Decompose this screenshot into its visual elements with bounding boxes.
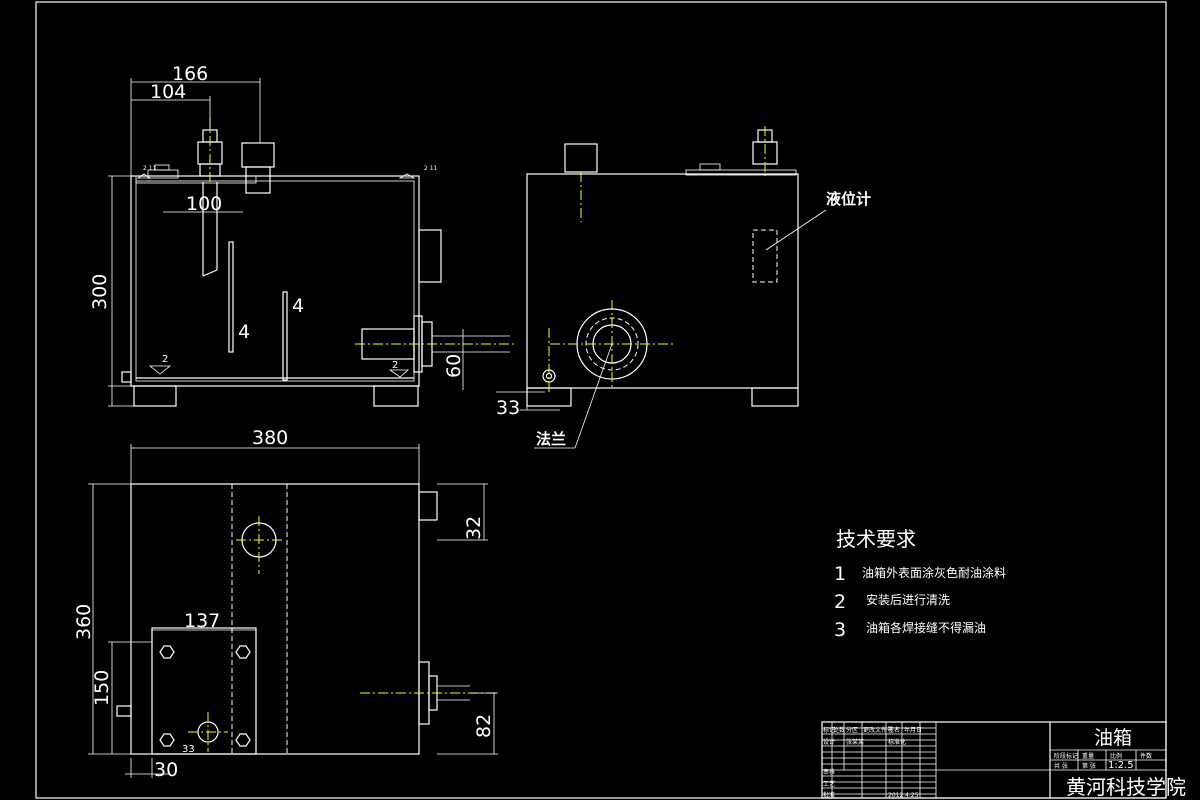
front-filler-cap <box>241 142 275 168</box>
level-gauge-callout: 液位计 <box>826 190 871 208</box>
front-baffle-a <box>228 241 234 353</box>
flange-callout: 法兰 <box>536 430 566 448</box>
title-meta-stage: 阶段标记 <box>1054 752 1078 760</box>
front-tank-outline <box>130 175 420 387</box>
title-row-label-1: 处数 <box>833 726 845 734</box>
weld-bottom-label: 2 <box>162 354 168 365</box>
side-filler-cap <box>564 143 598 173</box>
front-level-gauge <box>418 229 442 283</box>
tech-heading: 技术要求 <box>836 527 916 551</box>
title-left-label-0: 设计 <box>823 738 835 746</box>
title-row-label-3: 更改文件号 <box>863 726 893 734</box>
title-scale: 1:2.5 <box>1108 760 1134 771</box>
title-sheet-index: 第 张 <box>1082 762 1096 770</box>
title-left-label-2: 工艺 <box>823 780 835 788</box>
tech-item-3-text: 油箱各焊接缝不得漏油 <box>866 620 986 635</box>
dim-pipe-height: 60 <box>443 354 465 378</box>
dim-inner-top: 104 <box>150 81 186 103</box>
title-left-label-3: 批准 <box>823 791 835 799</box>
dim-outlet-offset: 82 <box>473 714 495 738</box>
tech-requirements: 技术要求 1 油箱外表面涂灰色耐油涂料 2 安装后进行清洗 3 油箱各焊接缝不得… <box>834 527 1006 641</box>
dim-baffle-a: 4 <box>238 321 250 343</box>
plan-view: 380 360 32 137 150 82 30 33 <box>73 427 498 781</box>
front-baffle-b <box>282 291 288 381</box>
title-std-label: 标准化 <box>888 738 906 746</box>
dim-pipe-width: 100 <box>186 193 222 215</box>
plan-tank-outline <box>130 483 420 755</box>
dim-height: 300 <box>89 274 111 310</box>
title-left-label-1: 审核 <box>823 768 835 776</box>
dim-corner-x: 30 <box>154 759 178 781</box>
title-meta-weight: 重量 <box>1082 752 1094 760</box>
dim-baffle-b: 4 <box>292 295 304 317</box>
tech-item-2-num: 2 <box>834 591 846 613</box>
dim-port-offset: 32 <box>463 516 485 540</box>
side-view: 液位计 法兰 <box>526 126 871 449</box>
drawing-frame <box>35 1 1167 799</box>
title-sheet-total: 共 张 <box>1054 762 1068 770</box>
weld-top-left-label: 2 11 <box>143 165 157 172</box>
title-part-name: 油箱 <box>1094 727 1132 749</box>
weld-right-label: 2 <box>392 360 398 371</box>
title-row-label-5: 年月日 <box>904 726 922 734</box>
title-designer: 张某某 <box>846 738 864 746</box>
side-tank-outline <box>526 173 799 389</box>
plan-cover-plate <box>151 627 257 755</box>
front-foot-left <box>133 385 177 407</box>
tech-item-1-text: 油箱外表面涂灰色耐油涂料 <box>862 565 1006 580</box>
dim-corner-y: 33 <box>182 744 195 755</box>
title-row-label-0: 标记 <box>823 726 835 734</box>
side-level-gauge <box>752 229 778 283</box>
title-row-label-2: 分区 <box>846 726 858 734</box>
front-foot-right <box>373 385 419 407</box>
dim-cover-height: 150 <box>91 670 113 706</box>
title-block: 油箱 阶段标记 重量 比例 件数 1:2.5 共 张 第 张 黄河科技学院 标记… <box>821 721 1186 799</box>
front-view: 166 104 100 300 4 4 2 2 2 11 2 11 60 33 <box>89 63 560 419</box>
tech-item-2-text: 安装后进行清洗 <box>866 592 950 607</box>
dim-overall-top: 166 <box>172 63 208 85</box>
dim-cover-width: 137 <box>184 610 220 632</box>
title-company: 黄河科技学院 <box>1066 775 1186 799</box>
title-sheet-count: 件数 <box>1140 752 1152 760</box>
dim-foot-offset: 33 <box>496 397 520 419</box>
weld-top-right-label: 2 11 <box>424 165 438 172</box>
dim-plan-length: 380 <box>252 427 288 449</box>
dim-plan-width: 360 <box>73 604 95 640</box>
title-meta-scale: 比例 <box>1110 752 1122 760</box>
tech-item-3-num: 3 <box>834 619 846 641</box>
title-row-label-4: 签名 <box>888 726 900 734</box>
title-date: 2012.4.25 <box>888 792 919 799</box>
tech-item-1-num: 1 <box>834 563 846 585</box>
